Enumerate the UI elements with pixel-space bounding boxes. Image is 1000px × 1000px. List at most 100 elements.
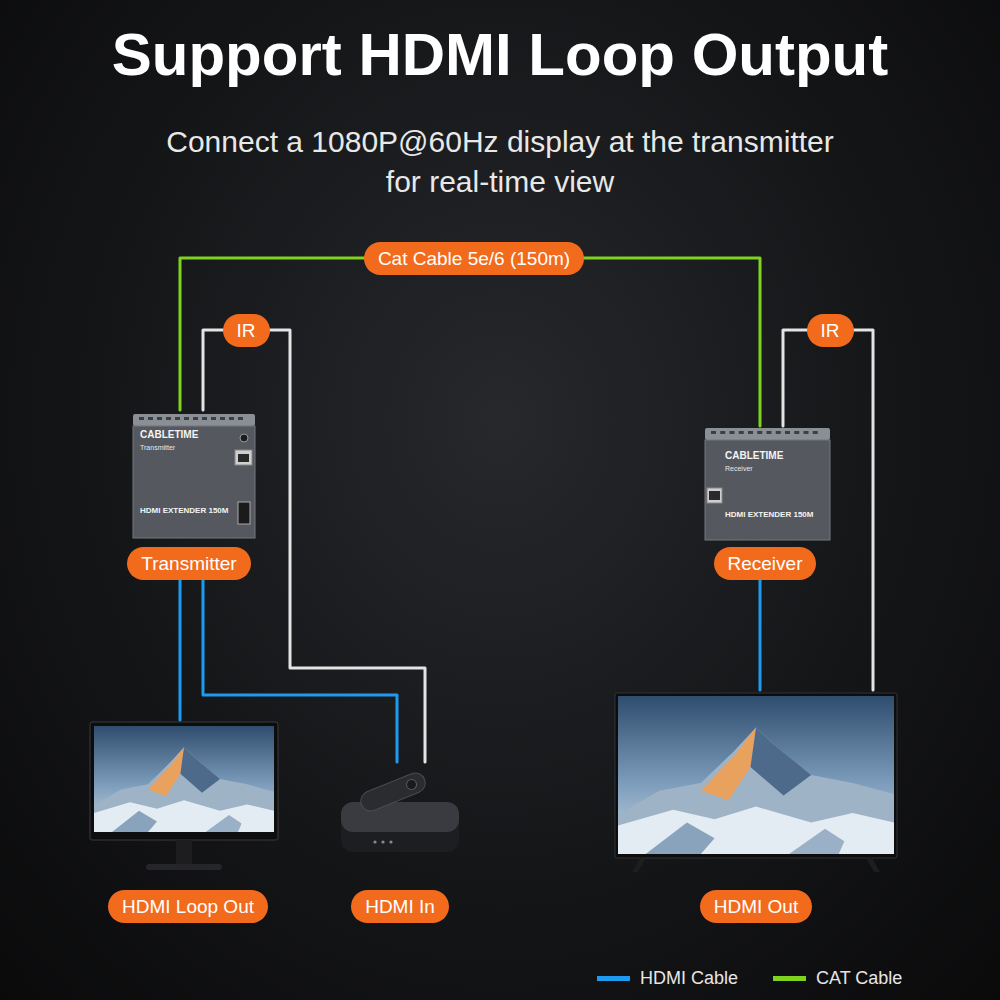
vent-hole [193, 417, 198, 420]
legend-swatch [597, 976, 630, 981]
snow-shadow [206, 815, 242, 832]
device-face [133, 426, 255, 538]
vent-hole [757, 431, 762, 434]
label-holder: Transmitter [118, 543, 260, 580]
label-holder: Receiver [700, 543, 830, 580]
cat-cable [180, 258, 760, 426]
hdmi-port [238, 502, 250, 524]
hdmi-cable [179, 580, 182, 720]
brand-mark: CABLETIME [140, 429, 198, 441]
vent-hole [202, 417, 207, 420]
vent-hole [730, 431, 735, 434]
tv-display: HDMI Out [612, 690, 900, 923]
box-top [341, 802, 459, 832]
shadow-face [750, 728, 811, 796]
title: Support HDMI Loop Output [0, 22, 1000, 88]
legend-swatch [773, 976, 806, 981]
vent-hole [804, 431, 809, 434]
legend-text: CAT Cable [816, 966, 902, 990]
label-holder: HDMI In [335, 886, 465, 923]
vent-hole [211, 417, 216, 420]
vent-hole [748, 431, 753, 434]
legend-text: HDMI Cable [640, 966, 738, 990]
device-label: HDMI In [351, 890, 449, 923]
rj45-socket [709, 491, 720, 500]
monitor-bezel [90, 722, 278, 840]
monitor-display: HDMI Loop Out [88, 720, 288, 923]
subtitle: Connect a 1080P@60Hz display at the tran… [155, 122, 845, 202]
vent-hole [175, 417, 180, 420]
vent-hole [794, 431, 799, 434]
cable-label: IR [223, 314, 270, 347]
rj45-port [707, 488, 722, 503]
illustration-group [705, 428, 830, 540]
model-tag: Transmitter [140, 443, 175, 452]
model-tag: Receiver [725, 464, 753, 473]
legend-item: HDMI Cable [597, 966, 738, 990]
status-light [389, 840, 392, 843]
illustration-group [615, 693, 897, 872]
device-label: HDMI Loop Out [108, 890, 268, 923]
screen-sky [618, 696, 894, 854]
device-face [705, 440, 830, 540]
mountain [94, 747, 274, 832]
rj45-socket [238, 454, 249, 462]
vent-hole [785, 431, 790, 434]
device-top [705, 428, 830, 440]
vent-hole [711, 431, 716, 434]
mountain [618, 728, 894, 854]
remote [358, 770, 429, 814]
snow-field [618, 807, 894, 854]
snow-shadow [646, 822, 715, 854]
monitor-base [146, 864, 222, 870]
illustration-group [90, 722, 278, 870]
device-label: HDMI Out [700, 890, 812, 923]
device-top [133, 414, 255, 426]
ir-cable [203, 330, 425, 762]
vent-hole [148, 417, 153, 420]
vent-hole [720, 431, 725, 434]
snow-shadow [112, 811, 157, 832]
vent-hole [166, 417, 171, 420]
cable-label: IR [807, 314, 854, 347]
illustration-group [341, 770, 459, 852]
remote-button [405, 778, 418, 791]
snow-field [94, 800, 274, 832]
vent-hole [184, 417, 189, 420]
monitor-neck [176, 840, 192, 866]
vent-hole [767, 431, 772, 434]
vent-hole [739, 431, 744, 434]
tv-bezel [615, 693, 897, 858]
cable-label: Cat Cable 5e/6 (150m) [364, 242, 584, 275]
vent-hole [157, 417, 162, 420]
hdmi-cable [759, 580, 762, 690]
device-label: Transmitter [127, 547, 250, 580]
status-light [381, 840, 384, 843]
remote-body [358, 770, 429, 814]
sunlit-face [148, 747, 184, 796]
shadow-face [180, 747, 220, 793]
label-holder: HDMI Out [612, 886, 900, 923]
illustration [612, 690, 900, 923]
vent-hole [229, 417, 234, 420]
tv-leg [632, 858, 646, 872]
source-box: HDMI In [335, 762, 465, 923]
product-mark: HDMI EXTENDER 150M [140, 506, 228, 516]
vent-hole [238, 417, 243, 420]
tv-leg [866, 858, 880, 872]
vent-hole [776, 431, 781, 434]
product-mark: HDMI EXTENDER 150M [725, 510, 813, 520]
brand-mark: CABLETIME [725, 450, 783, 462]
vent-hole [139, 417, 144, 420]
vent-hole [813, 431, 818, 434]
illustration-group [133, 414, 255, 538]
power-jack [240, 434, 248, 442]
sunlit-face [701, 728, 756, 801]
label-holder: HDMI Loop Out [88, 886, 288, 923]
status-light [373, 840, 376, 843]
receiver-unit: Receiver [700, 426, 830, 580]
legend-item: CAT Cable [773, 966, 902, 990]
screen-sky [94, 726, 274, 832]
device-label: Receiver [714, 547, 817, 580]
